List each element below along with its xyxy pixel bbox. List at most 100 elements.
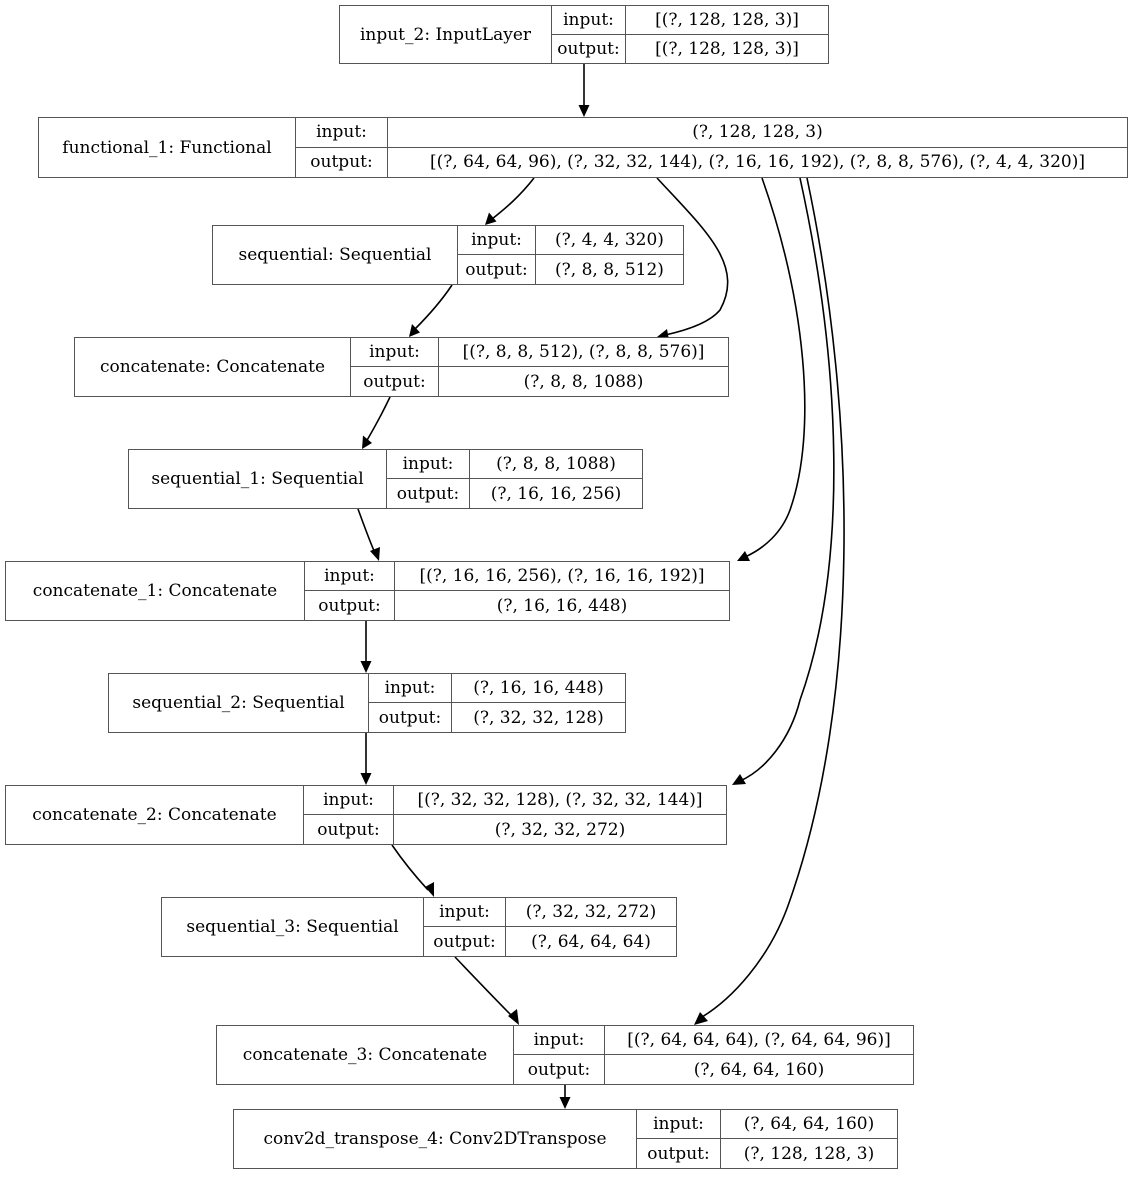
node-input-row-concatenate_3: input: [(?, 64, 64, 64), (?, 64, 64, 96)] [514, 1026, 913, 1055]
input-label: input: [458, 226, 536, 254]
node-output-row-concatenate_3: output: (?, 64, 64, 160) [514, 1055, 913, 1084]
node-io-concatenate_3: input: [(?, 64, 64, 64), (?, 64, 64, 96)]… [514, 1026, 913, 1084]
arrowhead-functional_1-to-concatenate_2 [732, 774, 746, 785]
node-output-row-sequential_1: output: (?, 16, 16, 256) [387, 479, 642, 508]
node-output-row-sequential_3: output: (?, 64, 64, 64) [424, 927, 676, 956]
output-shape-value: (?, 8, 8, 512) [555, 259, 664, 280]
node-output-row-sequential_2: output: (?, 32, 32, 128) [369, 703, 625, 732]
input-label: input: [304, 786, 394, 814]
output-label: output: [369, 703, 452, 732]
node-input-row-concatenate: input: [(?, 8, 8, 512), (?, 8, 8, 576)] [351, 338, 728, 367]
output-shape-value: (?, 64, 64, 160) [693, 1059, 825, 1080]
node-input-row-sequential_1: input: (?, 8, 8, 1088) [387, 450, 642, 479]
output-shape-value: (?, 16, 16, 448) [496, 595, 628, 616]
input-shape-value: [(?, 8, 8, 512), (?, 8, 8, 576)] [462, 342, 705, 362]
node-label-input_2: input_2: InputLayer [340, 6, 552, 63]
node-input-row-conv2d_transpose_4: input: (?, 64, 64, 160) [637, 1110, 897, 1139]
node-io-sequential_3: input: (?, 32, 32, 272) output: (?, 64, 64,… [424, 898, 676, 956]
edge-sequential_1-to-concatenate_1 [357, 508, 376, 554]
edge-functional_1-to-concatenate [656, 177, 729, 336]
node-io-sequential_2: input:(?, 16, 16, 448)output: (?, 32, 32,… [369, 674, 625, 732]
output-shape-value: (?, 32, 32, 128) [473, 707, 604, 728]
node-label-sequential: sequential: Sequential [213, 226, 458, 284]
edge-sequential_3-to-concatenate_3 [454, 956, 513, 1017]
node-input-row-sequential: input:(?, 4, 4, 320) [458, 226, 683, 255]
node-label-functional_1: functional_1: Functional [39, 118, 296, 177]
arrowhead-functional_1-to-concatenate_1 [737, 551, 750, 561]
output-shape-value: (?, 64, 64, 64) [531, 931, 651, 952]
arrowhead-functional_1-to-concatenate_3 [694, 1012, 708, 1025]
node-io-functional_1: input:(?, 128, 128, 3)output:[(?, 64, 64… [296, 118, 1127, 177]
input-shape-value: (?, 32, 32, 272) [525, 902, 657, 922]
node-io-concatenate: input: [(?, 8, 8, 512), (?, 8, 8, 576)] ou… [351, 338, 728, 396]
output-label: output: [305, 591, 395, 620]
input-shape-value: (?, 64, 64, 160) [743, 1114, 875, 1134]
node-label-concatenate: concatenate: Concatenate [75, 338, 351, 396]
node-io-concatenate_2: input: [(?, 32, 32, 128), (?, 32, 32, 144… [304, 786, 726, 844]
node-label-concatenate_3: concatenate_3: Concatenate [217, 1026, 514, 1084]
input-shape-value: [(?, 32, 32, 128), (?, 32, 32, 144)] [417, 790, 703, 810]
node-label-concatenate_1: concatenate_1: Concatenate [6, 562, 305, 620]
node-io-sequential_1: input: (?, 8, 8, 1088) output: (?, 16, 16, … [387, 450, 642, 508]
node-label-sequential_1: sequential_1: Sequential [129, 450, 387, 508]
input-label: input: [351, 338, 439, 366]
input-shape-value: [(?, 16, 16, 256), (?, 16, 16, 192)] [419, 566, 705, 586]
node-input-row-sequential_2: input:(?, 16, 16, 448) [369, 674, 625, 703]
input-shape-value: (?, 128, 128, 3) [692, 122, 823, 143]
arrowhead-sequential_1-to-concatenate_1 [370, 547, 380, 561]
output-label: output: [351, 367, 439, 396]
node-input-row-sequential_3: input: (?, 32, 32, 272) [424, 898, 676, 927]
input-label: input: [424, 898, 506, 926]
input-label: input: [514, 1026, 605, 1054]
output-label: output: [552, 34, 626, 63]
edge-concatenate_2-to-sequential_3 [391, 844, 429, 891]
node-input-row-functional_1: input:(?, 128, 128, 3) [296, 118, 1127, 148]
output-shape-value: [(?, 128, 128, 3)] [655, 38, 799, 59]
arrowhead-functional_1-to-sequential [485, 212, 497, 225]
node-output-row-conv2d_transpose_4: output: (?, 128, 128, 3) [637, 1139, 897, 1168]
input-shape-value: (?, 16, 16, 448) [473, 678, 604, 698]
node-output-row-input_2: output: [(?, 128, 128, 3)] [552, 34, 828, 63]
output-label: output: [637, 1139, 721, 1168]
arrowhead-sequential_2-to-concatenate_2 [360, 773, 372, 785]
output-shape-value: (?, 128, 128, 3) [743, 1143, 875, 1164]
output-shape-value: (?, 16, 16, 256) [490, 483, 622, 504]
output-label: output: [387, 479, 470, 508]
arrowhead-sequential_3-to-concatenate_3 [508, 1009, 519, 1025]
edge-functional_1-to-sequential [491, 177, 535, 220]
edge-functional_1-to-concatenate_1 [744, 177, 806, 558]
arrowhead-sequential-to-concatenate [409, 324, 420, 337]
edge-functional_1-to-concatenate_2 [739, 177, 835, 782]
output-shape-value: [(?, 64, 64, 96), (?, 32, 32, 144), (?, … [430, 152, 1085, 173]
node-label-sequential_2: sequential_2: Sequential [109, 674, 369, 732]
input-label: input: [387, 450, 470, 478]
output-shape-value: (?, 8, 8, 1088) [523, 371, 644, 392]
input-shape-value: [(?, 128, 128, 3)] [655, 9, 799, 30]
output-label: output: [458, 255, 536, 284]
input-label: input: [552, 6, 626, 34]
output-label: output: [424, 927, 506, 956]
arrowhead-concatenate_3-to-conv2d_transpose_4 [559, 1097, 571, 1109]
input-label: input: [637, 1110, 721, 1138]
input-shape-value: [(?, 64, 64, 64), (?, 64, 64, 96)] [627, 1030, 891, 1050]
node-label-conv2d_transpose_4: conv2d_transpose_4: Conv2DTranspose [234, 1110, 637, 1168]
output-shape-value: (?, 32, 32, 272) [494, 819, 626, 840]
arrowhead-concatenate_2-to-sequential_3 [425, 882, 434, 897]
node-io-concatenate_1: input:[(?, 16, 16, 256), (?, 16, 16, 192… [305, 562, 729, 620]
node-io-input_2: input: [(?, 128, 128, 3)] output: [(?, 128,… [552, 6, 828, 63]
input-shape-value: (?, 8, 8, 1088) [496, 454, 616, 474]
output-label: output: [514, 1055, 605, 1084]
edge-sequential-to-concatenate [414, 284, 453, 330]
